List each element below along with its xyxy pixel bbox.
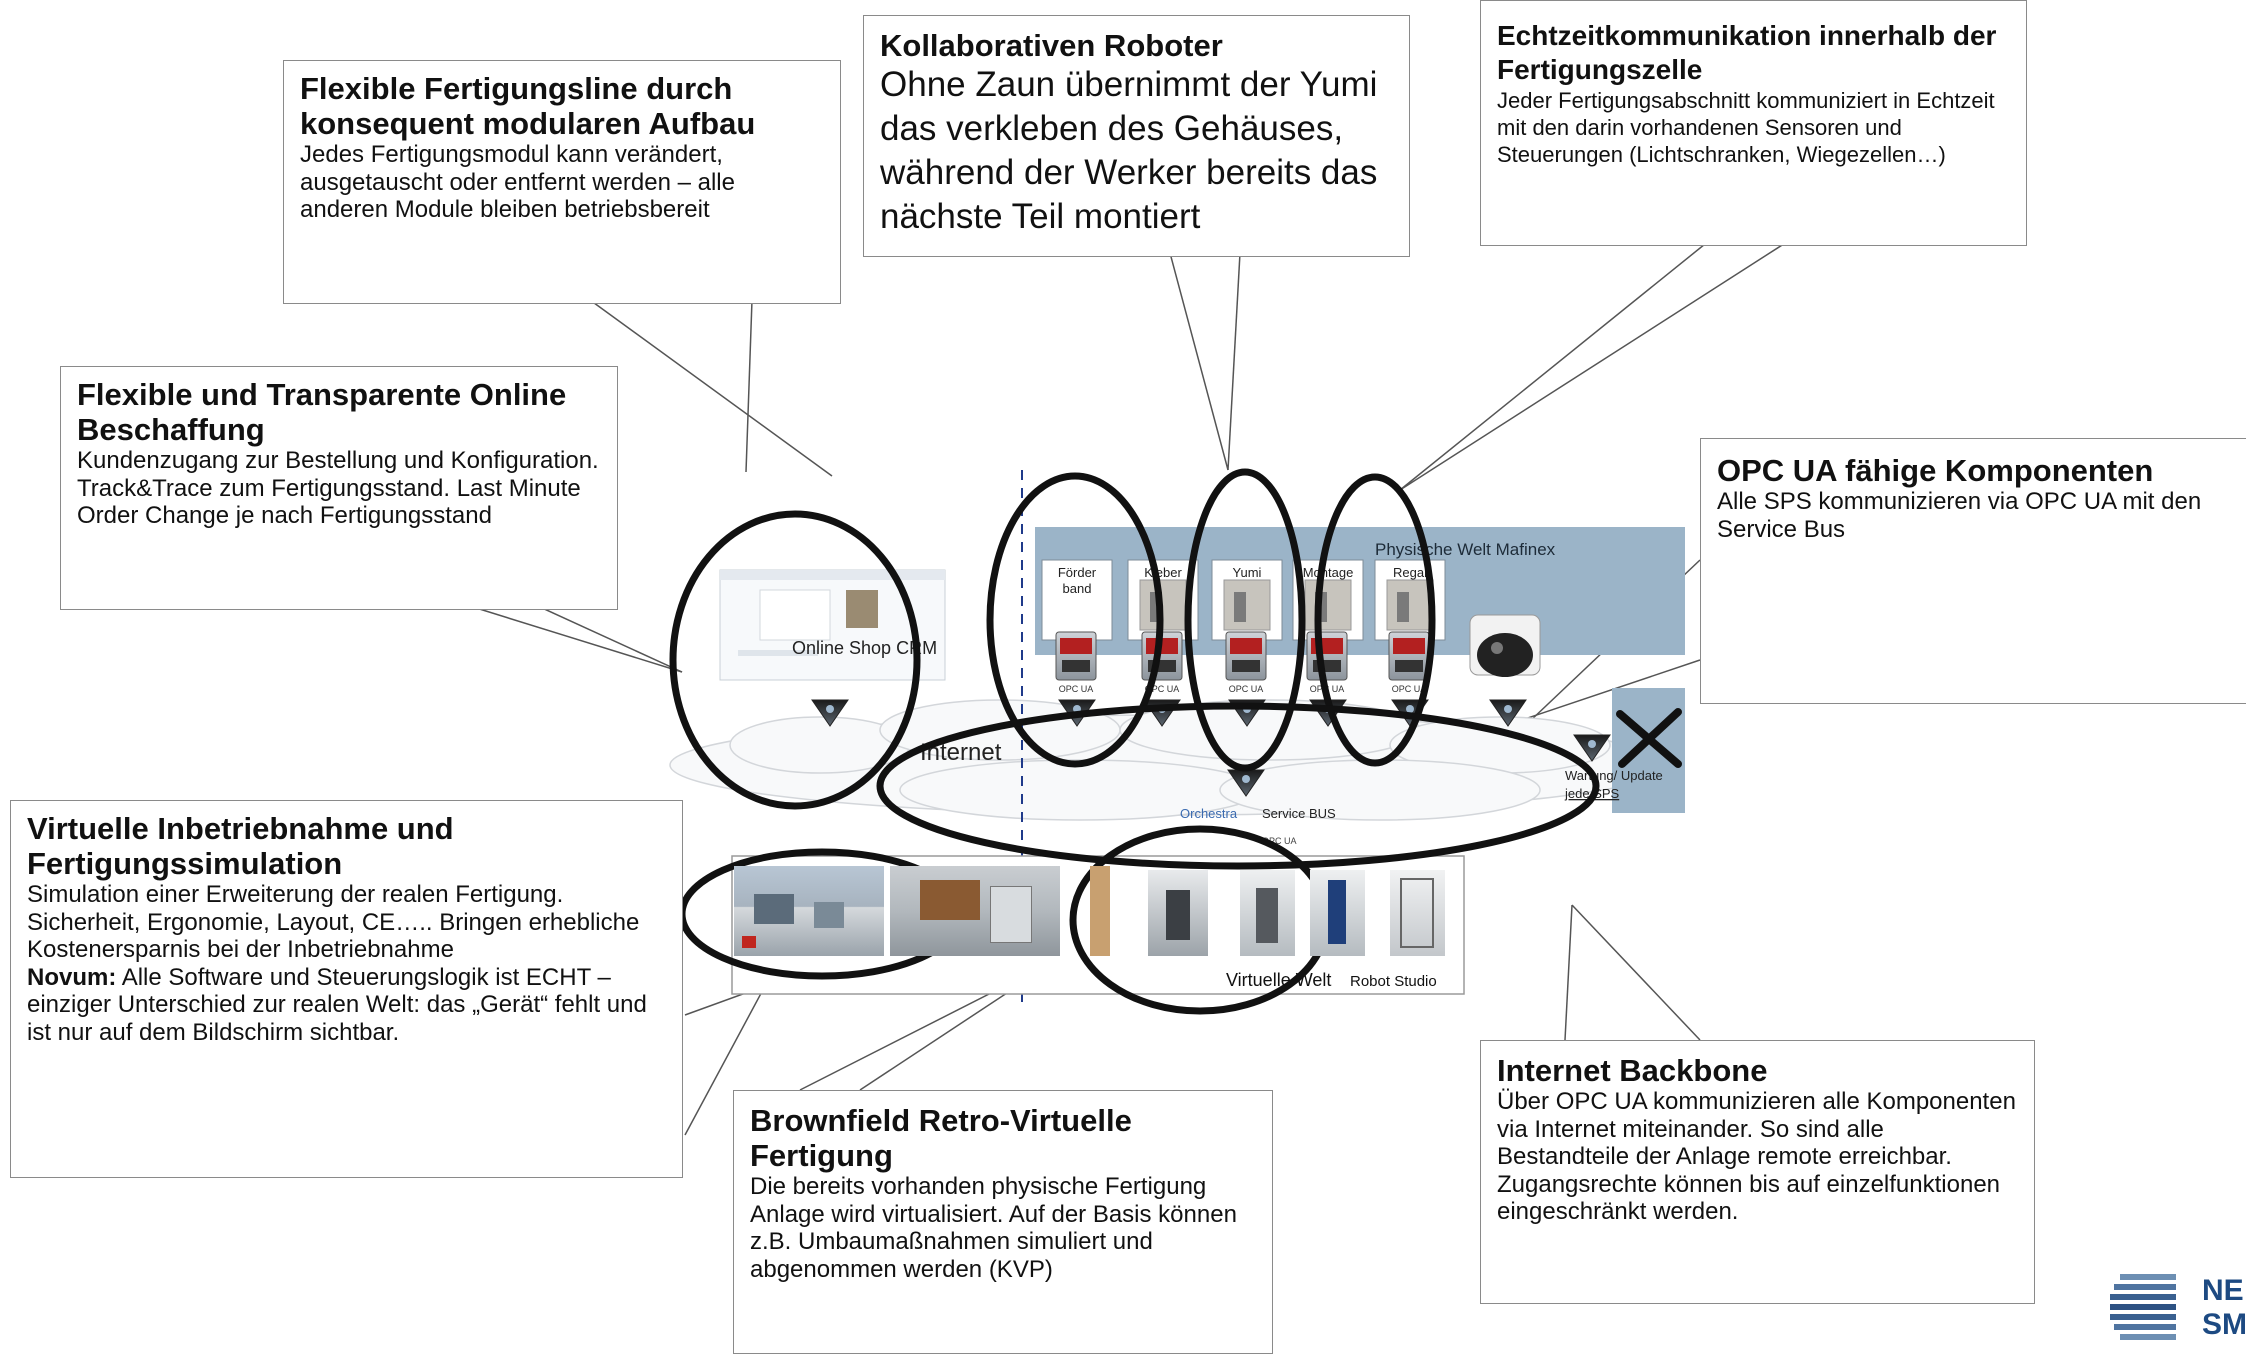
module-label: Förder [1058,565,1097,580]
callout-flexible-line: Flexible Fertigungsline durch konsequent… [283,60,841,304]
callout-title: Kollaborativen Roboter [880,28,1223,63]
callout-title: Virtuelle Inbetriebnahme und Fertigungss… [27,811,454,881]
orchestra-label: Orchestra [1180,806,1238,821]
robot-thumb-1 [1148,870,1208,956]
module-label: Kleber [1144,565,1182,580]
ellipse-foerderband [986,472,1164,768]
callout-title: Flexible Fertigungsline durch konsequent… [300,71,756,141]
callout-body: Die bereits vorhanden physische Fertigun… [750,1173,1237,1283]
callout-body: Kundenzugang zur Bestellung und Konfigur… [77,447,599,529]
plc-device-3 [1225,631,1267,681]
plc-label: OPC UA [1229,684,1264,694]
callout-cobot: Kollaborativen Roboter Ohne Zaun übernim… [863,15,1410,257]
network-node-icon [811,699,849,727]
callout-body: Ohne Zaun übernimmt der Yumi das verkleb… [880,65,1378,236]
company-logo: NE SM [2110,1270,2246,1354]
plc-device-4 [1306,631,1348,681]
ellipse-online-shop [669,510,921,810]
callout-backbone: Internet Backbone Über OPC UA kommunizie… [1480,1040,2035,1304]
maintenance-box [1612,688,1685,813]
simulation-thumb-2 [890,866,1060,956]
maintenance-label: Wartung/ Update [1565,768,1663,783]
callout-title: Flexible und Transparente Online Beschaf… [77,377,567,447]
ellipse-service-bus [876,702,1600,870]
ellipse-regal [1314,473,1436,767]
callout-body: Simulation einer Erweiterung der realen … [27,881,640,963]
callout-body: Alle SPS kommunizieren via OPC UA mit de… [1717,488,2202,543]
robot-thumb-4 [1390,870,1445,956]
robot-thumb-3 [1310,870,1365,956]
module-label: Montage [1303,565,1354,580]
callout-opcua: OPC UA fähige Komponenten Alle SPS kommu… [1700,438,2246,704]
callout-pointers [369,239,1791,1136]
module-label: Regal [1393,565,1427,580]
robot-thumb-2 [1240,870,1295,956]
plc-label: OPC UA [1392,684,1427,694]
ellipse-yumi [1184,468,1306,772]
simulation-thumb-3 [1090,866,1110,956]
novum-label: Novum: [27,963,117,991]
robot-studio-label: Robot Studio [1350,973,1437,990]
callout-body: Jedes Fertigungsmodul kann verändert, au… [300,141,735,223]
callout-virtual: Virtuelle Inbetriebnahme und Fertigungss… [10,800,683,1178]
plc-label: OPC UA [1059,684,1094,694]
simulation-thumb-1 [734,866,884,956]
callout-body: Jeder Fertigungsabschnitt kommuniziert i… [1497,88,1995,167]
service-bus-label: Service BUS [1262,806,1336,821]
callout-title: Echtzeitkommunikation innerhalb der Fert… [1497,20,1997,85]
network-node-icon [1489,699,1527,727]
callout-body: Über OPC UA kommunizieren alle Komponent… [1497,1088,2016,1225]
module-label: band [1063,581,1092,596]
callout-procurement: Flexible und Transparente Online Beschaf… [60,366,618,610]
callout-brownfield: Brownfield Retro-Virtuelle Fertigung Die… [733,1090,1273,1354]
plc-label: OPC UA [1145,684,1180,694]
callout-realtime: Echtzeitkommunikation innerhalb der Fert… [1480,0,2027,246]
service-bus-sub: OPC UA [1262,836,1297,846]
logo-text: NE SM [2202,1274,2246,1341]
callout-title: Brownfield Retro-Virtuelle Fertigung [750,1103,1132,1173]
physical-world-label: Physische Welt Mafinex [1375,540,1556,559]
online-shop-label: Online Shop CRM [792,638,937,658]
callout-title: Internet Backbone [1497,1053,1768,1088]
module-label: Yumi [1233,565,1262,580]
logo-stripes-icon [2110,1274,2176,1340]
virtual-world-label: Virtuelle Welt [1226,970,1331,990]
plc-device-5 [1388,631,1430,681]
wrench-screwdriver-icon [1616,708,1682,768]
plc-device-1 [1055,631,1097,681]
callout-novum: Novum: Alle Software und Steuerungslogik… [27,964,666,1047]
callout-title: OPC UA fähige Komponenten [1717,453,2154,488]
novum-text: Alle Software und Steuerungslogik ist EC… [27,963,647,1046]
network-node-icon [1573,734,1611,762]
camera-icon [1469,614,1541,677]
